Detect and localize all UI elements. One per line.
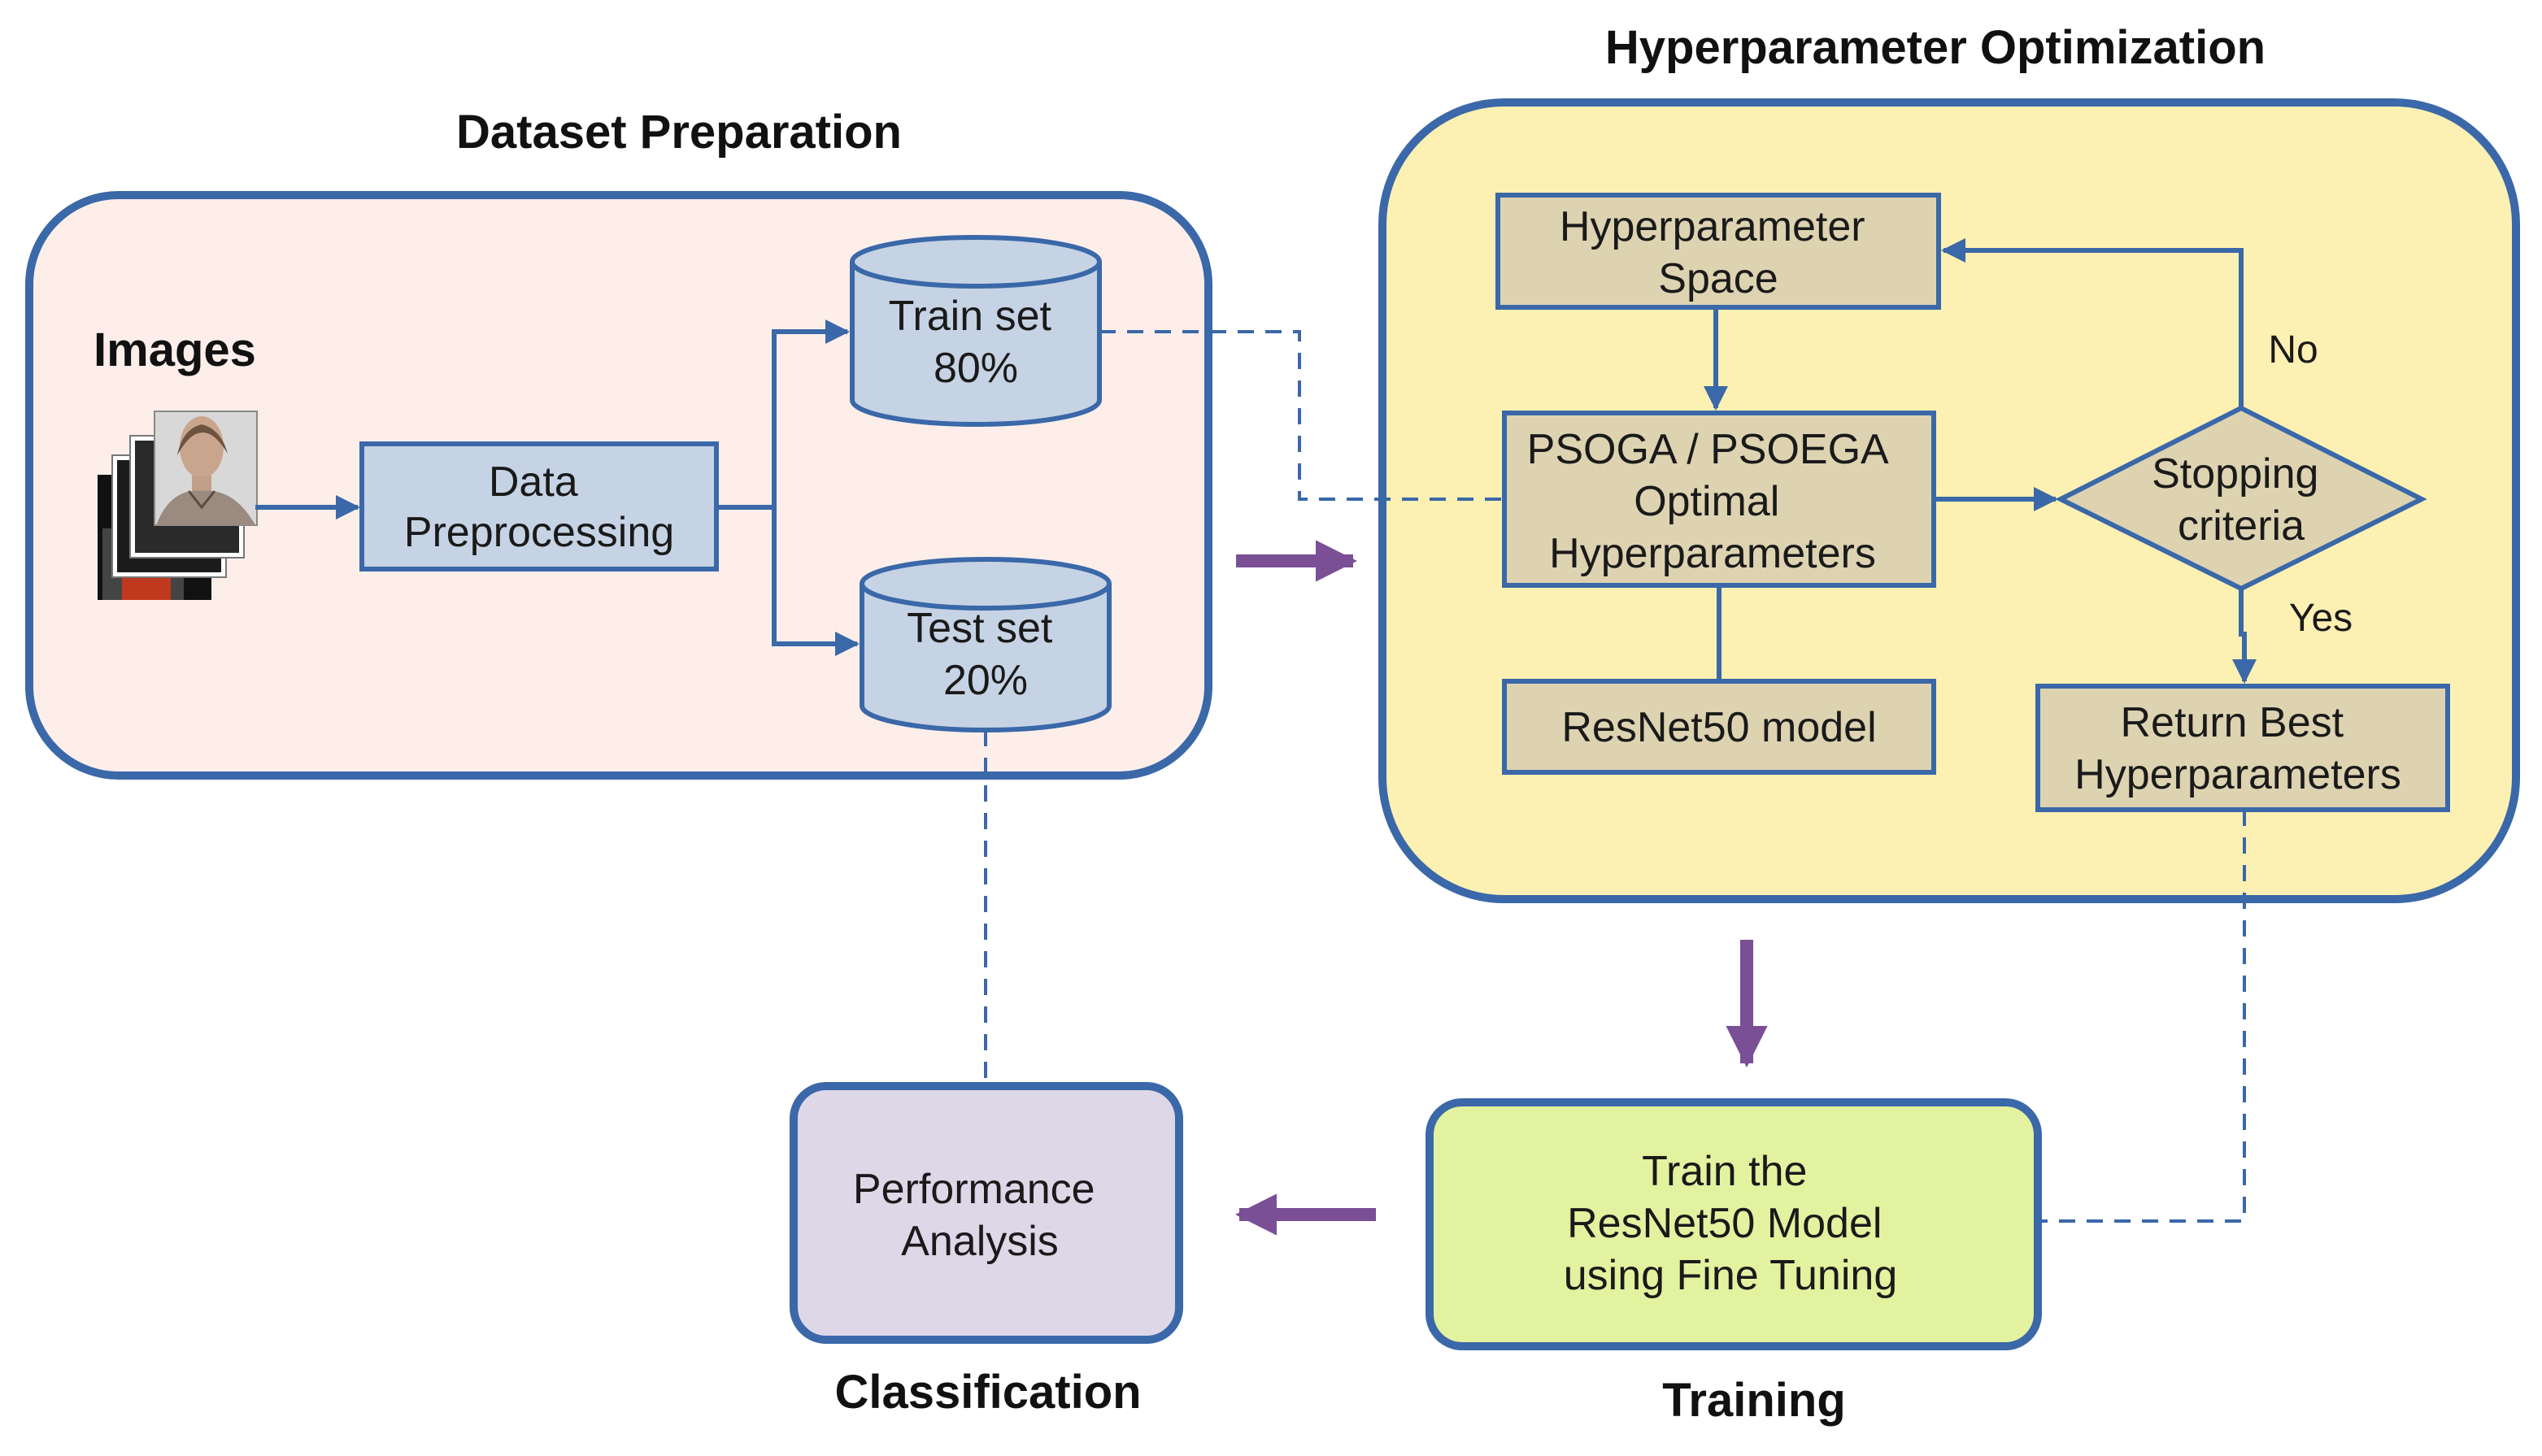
return-best-hyperparameters-box (2035, 684, 2450, 812)
edge-label-yes: Yes (2289, 597, 2353, 640)
section-title-dataset-preparation: Dataset Preparation (456, 106, 902, 159)
hyperparameter-space-label: Hyperparameter Space (1560, 203, 1877, 302)
images-label: Images (94, 324, 256, 376)
dashed-train-set-to-psoga (1099, 330, 1504, 501)
performance-analysis-label: Performance Analysis (853, 1166, 1107, 1265)
arrow-stopping-no-loop (1941, 238, 2244, 408)
train-set-label: Train set 80% (889, 293, 1064, 392)
face-image-stack (98, 411, 258, 600)
train-set-cylinder (850, 235, 1102, 427)
data-preprocessing-box (359, 441, 719, 572)
return-best-hyperparameters-label: Return Best Hyperparameters (2074, 699, 2401, 798)
training-box-label: Train the ResNet50 Model using Fine Tuni… (1564, 1148, 1898, 1299)
section-title-hyperparameter-optimization: Hyperparameter Optimization (1605, 21, 2266, 74)
arrow-stopping-yes (2232, 589, 2257, 684)
test-set-label: Test set 20% (907, 605, 1064, 704)
psoga-psoega-label: PSOGA / PSOEGA Optimal Hyperparameters (1527, 426, 1899, 577)
data-preprocessing-label: Data Preprocessing (404, 459, 674, 556)
arrow-to-test-set (772, 507, 860, 656)
training-box (1426, 1098, 2042, 1350)
hyperparameter-space-box (1495, 193, 1941, 310)
edge-label-no: No (2268, 328, 2318, 372)
arrow-to-train-set (772, 319, 850, 507)
test-set-cylinder (860, 557, 1112, 732)
performance-analysis-box (790, 1082, 1183, 1344)
psoga-psoega-box (1502, 411, 1936, 588)
resnet50-model-label: ResNet50 model (1561, 704, 1876, 751)
section-title-classification: Classification (834, 1366, 1141, 1419)
stopping-criteria-label: Stopping criteria (2152, 450, 2331, 550)
section-title-training: Training (1662, 1374, 1846, 1427)
resnet50-model-box (1502, 679, 1936, 775)
